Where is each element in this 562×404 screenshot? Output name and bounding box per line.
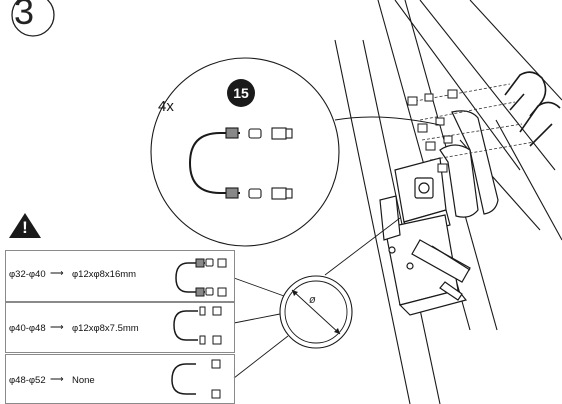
row2-ubolt <box>173 310 198 341</box>
mount-bracket <box>379 110 499 316</box>
row3-ubolt <box>171 363 196 395</box>
size-row-3: φ48-φ52 ⟶ None <box>5 354 235 404</box>
row-arrows <box>233 277 289 379</box>
row1-hardware <box>195 258 227 297</box>
warning-triangle <box>9 213 41 238</box>
u-bolts-installed <box>504 71 561 147</box>
mast-poles <box>334 0 562 404</box>
size-row-1-range: φ32-φ40 <box>9 269 46 280</box>
step-circle <box>11 0 55 37</box>
size-row-3-arrow: ⟶ <box>50 374 64 385</box>
diameter-symbol: ø <box>309 294 316 306</box>
size-row-2-arrow: ⟶ <box>50 322 64 333</box>
warning-mark: ! <box>22 218 28 237</box>
row3-hardware <box>211 359 221 399</box>
size-to-mount-arrow <box>324 217 401 276</box>
part-badge <box>227 79 255 107</box>
size-row-2-result: φ12xφ8x7.5mm <box>72 323 139 334</box>
callout-leader <box>334 116 441 126</box>
size-row-1: φ32-φ40 ⟶ φ12xφ8x16mm <box>5 250 235 302</box>
callout-hardware <box>225 127 293 200</box>
row1-ubolt <box>175 262 205 293</box>
quantity-label: 4x <box>158 98 174 115</box>
diameter-arrow <box>291 289 341 335</box>
size-row-3-range: φ48-φ52 <box>9 375 46 386</box>
size-row-2: φ40-φ48 ⟶ φ12xφ8x7.5mm <box>5 302 235 353</box>
callout-circle <box>150 57 340 247</box>
part-number: 15 <box>233 85 249 101</box>
size-row-1-arrow: ⟶ <box>50 268 64 279</box>
nuts-washers <box>407 89 458 173</box>
size-row-2-range: φ40-φ48 <box>9 323 46 334</box>
step-number: 3 <box>14 0 35 32</box>
size-row-3-result: None <box>72 375 95 386</box>
size-row-1-result: φ12xφ8x16mm <box>72 269 137 280</box>
size-circle-inner <box>284 280 348 344</box>
row2-hardware <box>199 306 222 345</box>
